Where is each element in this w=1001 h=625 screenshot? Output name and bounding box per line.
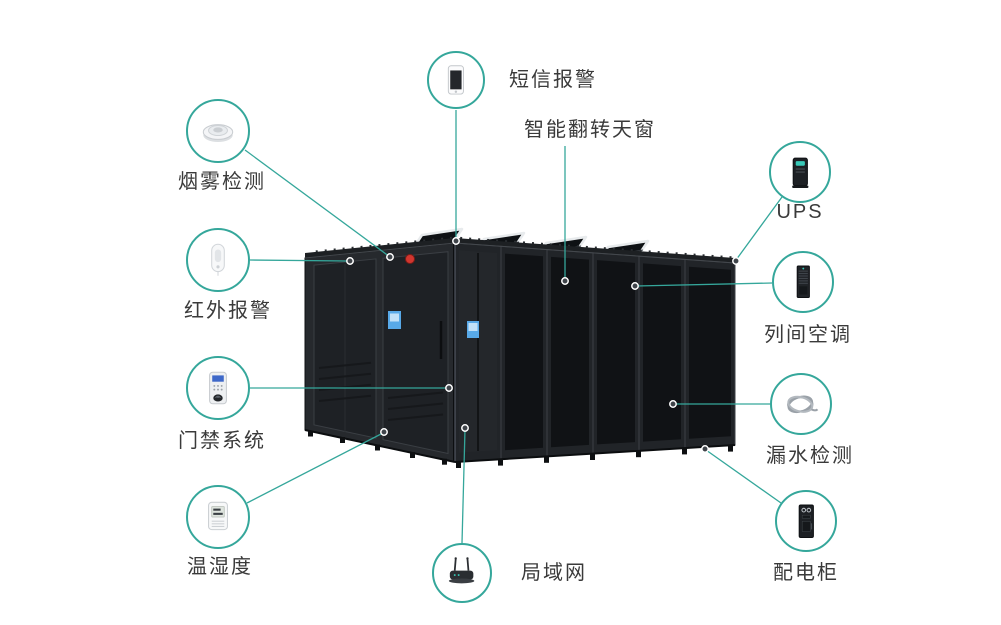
label-access-control: 门禁系统 bbox=[178, 430, 266, 452]
callout-circle-smoke bbox=[186, 99, 250, 163]
leak-cable-coil-icon bbox=[786, 395, 818, 413]
connector-line-infrared bbox=[249, 259, 350, 262]
connector-dot-skylight bbox=[561, 277, 569, 285]
infrared-sensor-icon bbox=[211, 243, 225, 276]
label-smart-skylight: 智能翻转天窗 bbox=[524, 119, 656, 141]
callout-circle-infrared bbox=[186, 228, 250, 292]
label-infrared-alarm: 红外报警 bbox=[184, 300, 272, 322]
connector-line-power bbox=[705, 449, 782, 504]
roof-edge bbox=[305, 238, 735, 263]
connector-line-temphum bbox=[246, 432, 384, 504]
connector-dot-ups bbox=[732, 257, 740, 265]
wireless-router-icon bbox=[449, 557, 475, 584]
label-inrow-ac: 列间空调 bbox=[764, 324, 852, 346]
rack-row-face bbox=[454, 242, 736, 463]
callout-circle-access bbox=[186, 356, 250, 420]
datacenter-illustration bbox=[304, 227, 736, 468]
connector-dot-temphum bbox=[380, 428, 388, 436]
connector-dot-access bbox=[445, 384, 453, 392]
power-cabinet-icon bbox=[798, 504, 814, 538]
label-lan: 局域网 bbox=[521, 562, 587, 584]
callout-circle-power bbox=[775, 490, 837, 552]
connector-line-lan bbox=[461, 428, 466, 544]
connector-dot-sms bbox=[452, 237, 460, 245]
connector-dot-power bbox=[701, 445, 709, 453]
label-sms-alarm: 短信报警 bbox=[509, 69, 597, 91]
callout-circle-sms bbox=[427, 51, 485, 109]
cabinet-feet bbox=[308, 430, 733, 468]
connector-dot-ac bbox=[631, 282, 639, 290]
connector-dots bbox=[346, 237, 740, 453]
access-control-icon bbox=[209, 371, 227, 405]
connector-line-smoke bbox=[244, 149, 391, 258]
connector-line-ac bbox=[635, 282, 773, 287]
label-leak-detection: 漏水检测 bbox=[766, 445, 854, 467]
connector-dot-leak bbox=[669, 400, 677, 408]
label-power-cabinet: 配电柜 bbox=[773, 562, 839, 584]
label-smoke-detection: 烟雾检测 bbox=[178, 171, 266, 193]
connector-dot-lan bbox=[461, 424, 469, 432]
callout-circle-leak bbox=[770, 373, 832, 435]
connector-line-ups bbox=[735, 196, 783, 261]
thermo-hygrometer-icon bbox=[208, 501, 228, 531]
callout-circle-temphum bbox=[186, 485, 250, 549]
connector-lines bbox=[244, 110, 783, 544]
end-cabinet-face bbox=[304, 242, 456, 463]
alarm-beacon bbox=[405, 254, 415, 264]
callout-circle-ups bbox=[769, 141, 831, 203]
callout-circle-lan bbox=[432, 543, 492, 603]
label-temp-humidity: 温湿度 bbox=[187, 556, 253, 578]
phone-icon bbox=[447, 65, 465, 95]
ups-tower-icon bbox=[791, 157, 809, 188]
connector-dot-smoke bbox=[386, 253, 394, 261]
connector-dot-infrared bbox=[346, 257, 354, 265]
label-ups: UPS bbox=[776, 201, 824, 223]
smoke-detector-icon bbox=[202, 124, 234, 143]
callout-circle-ac bbox=[772, 251, 834, 313]
inrow-ac-icon bbox=[796, 265, 810, 298]
